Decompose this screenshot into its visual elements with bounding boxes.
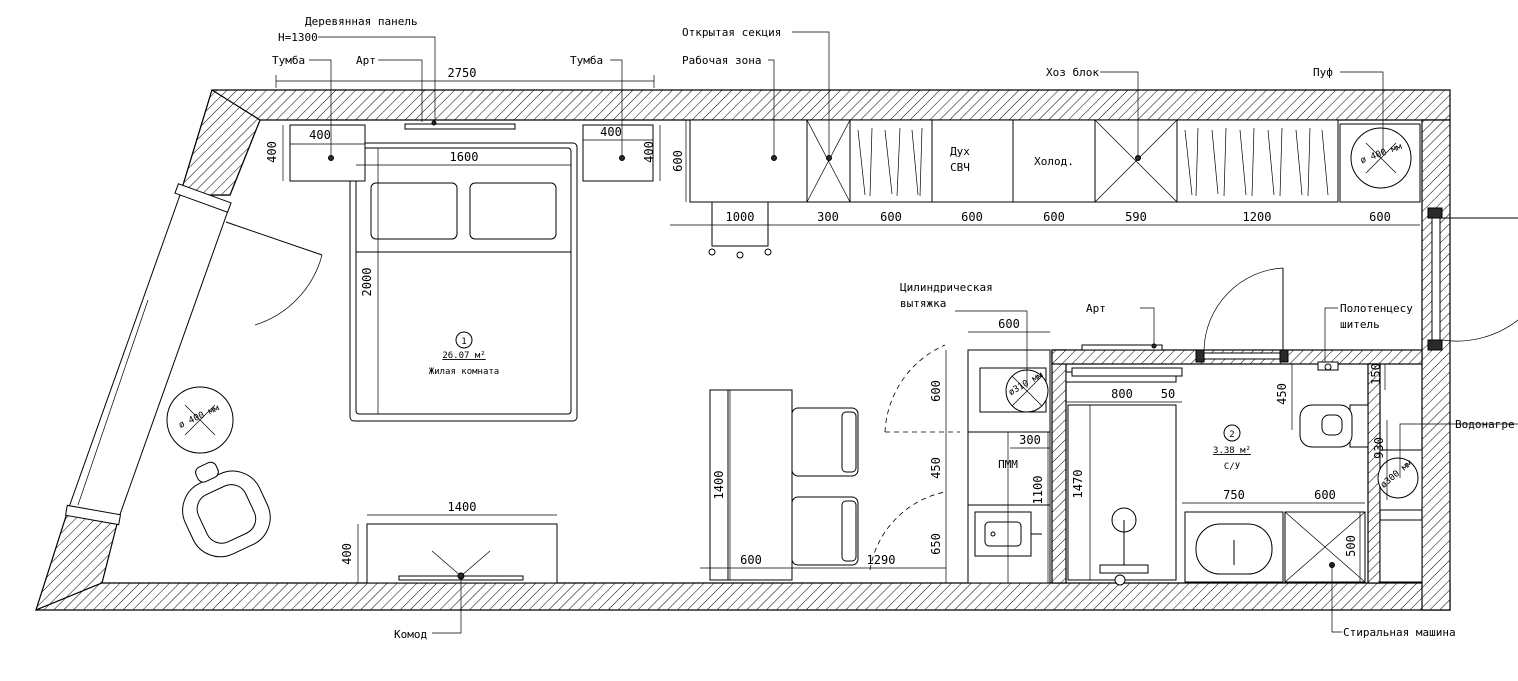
dim-nightstand-depth-right: 400 xyxy=(642,141,656,163)
dim-k2: 450 xyxy=(929,457,943,479)
dim-bath-150: 150 xyxy=(1369,363,1383,385)
wall-bath-left xyxy=(1051,349,1067,584)
label-towel-dryer-2: шитель xyxy=(1340,318,1380,331)
room-1-area: 26.07 м² xyxy=(442,351,485,361)
dim-dresser-depth: 400 xyxy=(340,543,354,565)
room-1-name: Жилая комната xyxy=(429,367,499,377)
dim-wc-450: 450 xyxy=(1275,383,1289,405)
label-open-section: Открытая секция xyxy=(682,26,781,39)
dim-bath-500: 500 xyxy=(1344,535,1358,557)
label-hood: Цилиндрическая xyxy=(900,281,993,294)
dim-bath-50: 50 xyxy=(1161,387,1175,401)
dim-w3: 600 xyxy=(880,210,902,224)
room-1-marker xyxy=(455,331,473,349)
side-table xyxy=(166,386,234,454)
dimension-lines xyxy=(275,75,1420,583)
dim-w2: 300 xyxy=(817,210,839,224)
dim-bath-600: 600 xyxy=(1314,488,1336,502)
kitchen-counter xyxy=(967,349,1051,584)
dim-table-length: 1400 xyxy=(712,471,726,500)
towel-dryer xyxy=(1317,361,1339,371)
dim-pmm-height: 1100 xyxy=(1031,476,1045,505)
wall-left-upper xyxy=(179,89,261,196)
room-2-name: С/У xyxy=(1224,462,1241,472)
art-panel-mid xyxy=(1081,344,1163,351)
leader-lines xyxy=(309,31,1518,634)
dim-nightstand-depth-left: 400 xyxy=(265,141,279,163)
label-wood-panel: Деревянная панель xyxy=(305,15,418,28)
dim-bath-800: 800 xyxy=(1111,387,1133,401)
dim-bath-750: 750 xyxy=(1223,488,1245,502)
dim-w1: 1000 xyxy=(726,210,755,224)
entrance-door xyxy=(1427,207,1518,351)
label-washing-machine: Стиральная машина xyxy=(1343,626,1456,639)
dim-bed-length: 2000 xyxy=(360,268,374,297)
nightstand-right xyxy=(582,124,654,182)
dim-w7: 1200 xyxy=(1243,210,1272,224)
dim-w4: 600 xyxy=(961,210,983,224)
dim-bed-width: 1600 xyxy=(450,150,479,164)
label-work-zone: Рабочая зона xyxy=(682,54,761,67)
dim-nightstand-right: 400 xyxy=(600,125,622,139)
dim-table-width: 600 xyxy=(740,553,762,567)
wall-bottom xyxy=(35,582,1451,611)
label-dishwasher: ПММ xyxy=(998,458,1018,471)
dim-pmm-width: 300 xyxy=(1019,433,1041,447)
label-water-heater: Водонагре xyxy=(1455,418,1515,431)
bed xyxy=(349,142,578,422)
room-2-marker xyxy=(1223,424,1241,442)
armchair xyxy=(182,461,271,558)
dim-w6: 590 xyxy=(1125,210,1147,224)
dim-gap: 1290 xyxy=(867,553,896,567)
label-microwave: СВЧ xyxy=(950,161,970,174)
label-pouf: Пуф xyxy=(1313,66,1333,79)
wardrobe-row xyxy=(689,119,1339,203)
label-art-mid: Арт xyxy=(1086,302,1106,315)
dimension-values: 2750 400 400 400 400 1600 2000 600 1000 … xyxy=(265,66,1391,567)
dim-top-width: 2750 xyxy=(448,66,477,80)
dim-bath-930: 930 xyxy=(1372,437,1386,459)
dining-table xyxy=(709,389,859,581)
dim-k3: 650 xyxy=(929,533,943,555)
toilet xyxy=(1299,404,1369,448)
door-left-swing xyxy=(225,221,323,326)
desk-chair xyxy=(708,201,772,259)
label-nightstand-right: Тумба xyxy=(570,54,603,67)
label-oven: Дух xyxy=(950,145,970,158)
window-left xyxy=(64,183,232,526)
wall-right xyxy=(1421,119,1451,611)
label-dresser: Комод xyxy=(394,628,427,641)
label-towel-dryer: Полотенцесу xyxy=(1340,302,1413,315)
label-fridge: Холод. xyxy=(1034,155,1074,168)
kitchen-door xyxy=(869,344,960,571)
room-2-number: 2 xyxy=(1229,430,1234,440)
nightstand-left xyxy=(289,124,366,182)
room-2-area: 3.38 м² xyxy=(1213,446,1251,456)
dim-dresser-width: 1400 xyxy=(448,500,477,514)
label-wood-panel-height: H=1300 xyxy=(278,31,318,44)
room-1-number: 1 xyxy=(461,337,466,347)
pouf xyxy=(1339,123,1421,203)
dresser xyxy=(366,523,558,584)
washbasin xyxy=(1184,511,1284,583)
dim-w5: 600 xyxy=(1043,210,1065,224)
dim-wardrobe-depth: 600 xyxy=(671,150,685,172)
label-art-top: Арт xyxy=(356,54,376,67)
dim-bath-1470: 1470 xyxy=(1071,470,1085,499)
art-panel-top xyxy=(404,123,516,130)
dim-nightstand-left: 400 xyxy=(309,128,331,142)
label-utility-block: Хоз блок xyxy=(1046,66,1099,79)
shower xyxy=(1065,367,1183,586)
label-nightstand-left: Тумба xyxy=(272,54,305,67)
washing-machine xyxy=(1284,511,1366,583)
dim-k1: 600 xyxy=(929,380,943,402)
dim-w8: 600 xyxy=(1369,210,1391,224)
dim-kitchen-top: 600 xyxy=(998,317,1020,331)
bathroom-door xyxy=(1195,267,1289,363)
label-hood-2: вытяжка xyxy=(900,297,946,310)
